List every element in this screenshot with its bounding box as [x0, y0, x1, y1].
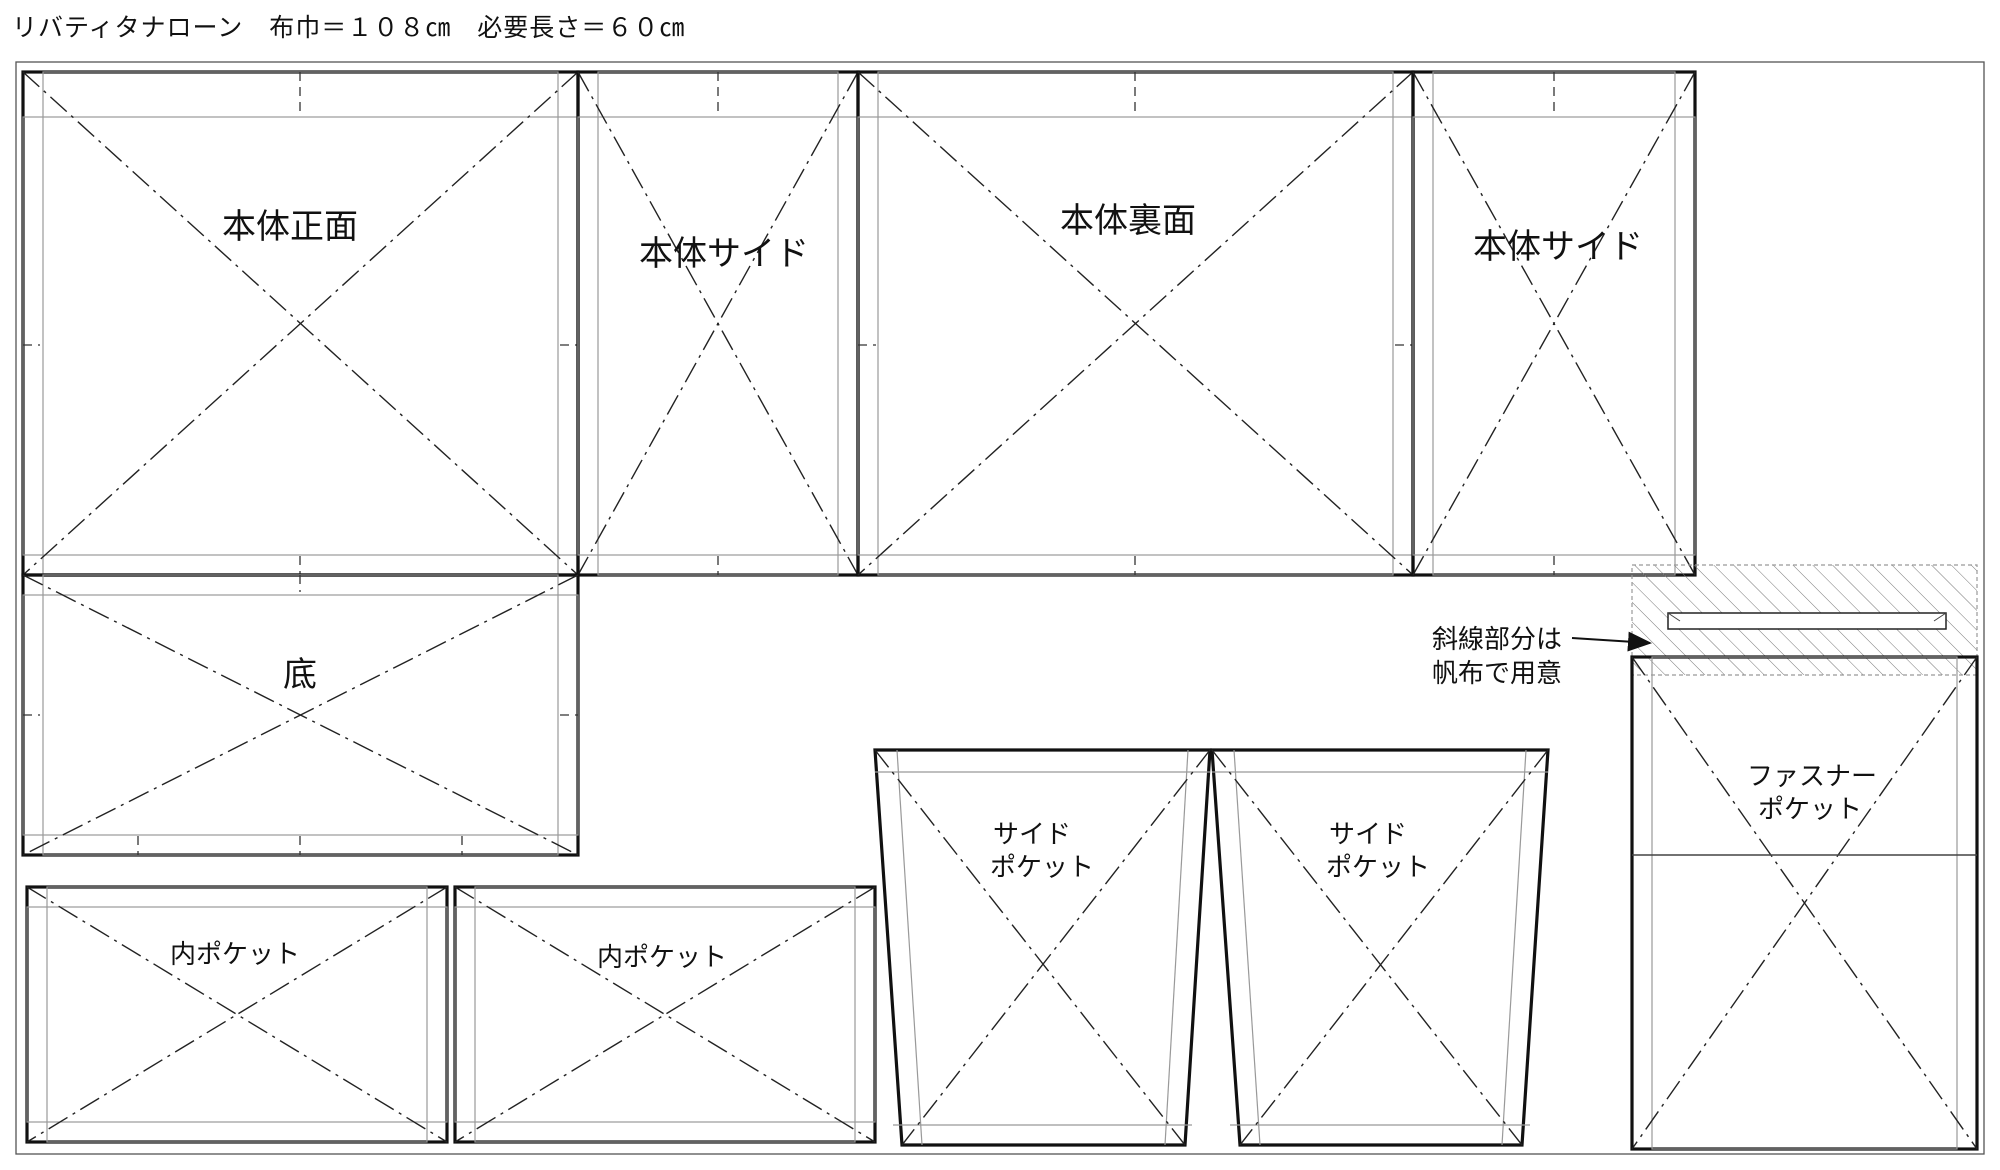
label-side-pocket-1-line1: サイド — [993, 820, 1071, 850]
label-inner-pocket-1: 内ポケット — [170, 940, 300, 970]
piece-zipper-pocket — [1630, 655, 1979, 1151]
piece-side-body-1 — [576, 70, 860, 577]
label-side-body-2: 本体サイド — [1473, 227, 1643, 267]
piece-front-body — [21, 70, 580, 577]
label-side-pocket-1-line2: ポケット — [990, 853, 1094, 883]
label-back-body: 本体裏面 — [1060, 201, 1196, 241]
label-bottom: 底 — [283, 655, 317, 695]
piece-back-body — [856, 70, 1415, 577]
fabric-spec-title: リバティタナローン 布巾＝１０８㎝ 必要長さ＝６０㎝ — [12, 13, 686, 42]
label-side-pocket-2-line2: ポケット — [1326, 853, 1430, 883]
piece-bottom — [21, 573, 580, 857]
piece-side-pocket-2 — [1210, 748, 1550, 1147]
piece-side-pocket-1 — [873, 748, 1212, 1147]
label-side-body-1: 本体サイド — [639, 234, 809, 274]
label-inner-pocket-2: 内ポケット — [597, 943, 727, 973]
label-zipper-pocket-line2: ポケット — [1758, 795, 1862, 825]
piece-side-body-2 — [1411, 70, 1697, 577]
label-zipper-pocket-line1: ファスナー — [1747, 762, 1877, 792]
piece-inner-pocket-2 — [453, 885, 877, 1144]
piece-inner-pocket-1 — [25, 885, 449, 1144]
note-arrow — [1571, 631, 1652, 652]
note-line1: 斜線部分は — [1432, 625, 1562, 655]
note-line2: 帆布で用意 — [1432, 659, 1562, 689]
fabric-frame — [15, 61, 1985, 1155]
label-front-body: 本体正面 — [222, 207, 358, 247]
label-side-pocket-2-line1: サイド — [1329, 820, 1407, 850]
